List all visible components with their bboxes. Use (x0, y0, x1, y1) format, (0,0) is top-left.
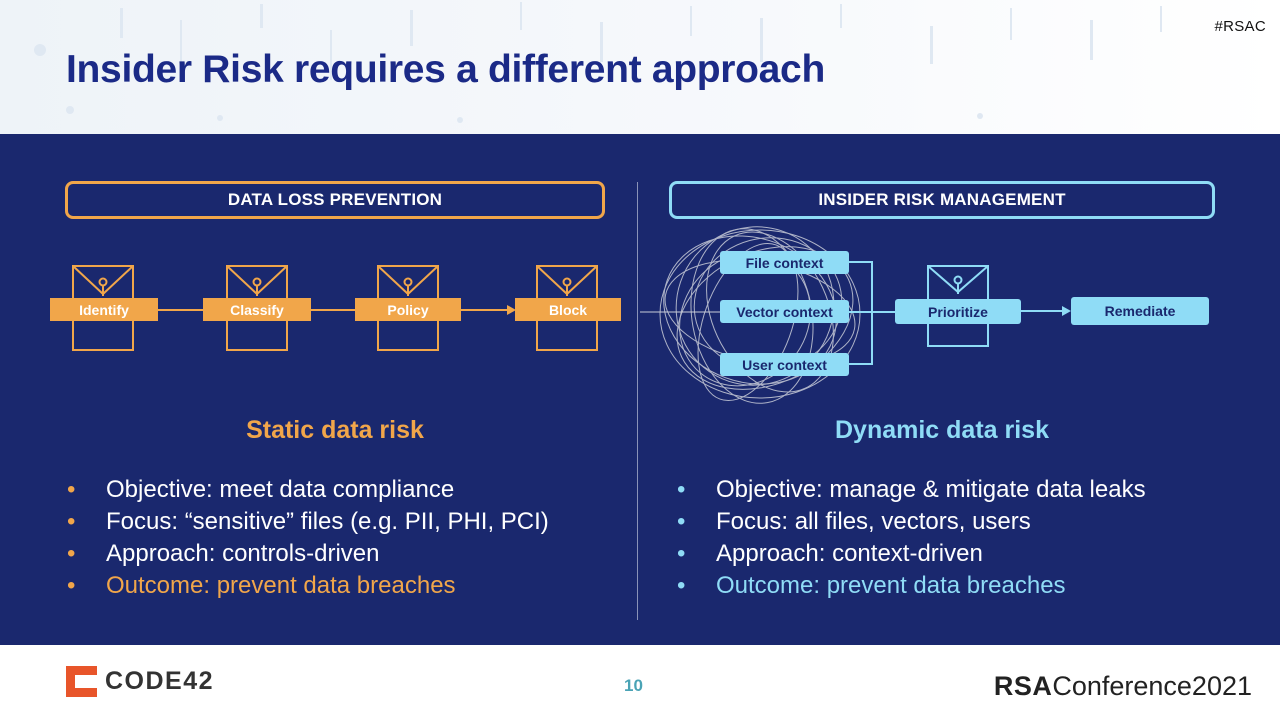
file-context-box: File context (720, 251, 849, 274)
code42-logo-text: CODE42 (105, 667, 215, 695)
list-item: •Objective: meet data compliance (67, 476, 455, 503)
step-prioritize: Prioritize (895, 299, 1021, 324)
rsa-conference-logo: RSAConference2021 (993, 671, 1252, 701)
dynamic-risk-subtitle: Dynamic data risk (835, 416, 1049, 444)
list-item: •Objective: manage & mitigate data leaks (677, 476, 1146, 503)
page-number: 10 (624, 676, 643, 695)
dlp-heading: DATA LOSS PREVENTION (227, 190, 443, 209)
list-item: •Approach: context-driven (677, 540, 983, 567)
slide-title: Insider Risk requires a different approa… (66, 48, 825, 91)
step-remediate: Remediate (1071, 297, 1209, 325)
list-item: •Focus: “sensitive” files (e.g. PII, PHI… (67, 508, 549, 535)
slide-header: #RSAC Insider Risk requires a different … (0, 0, 1280, 134)
dlp-bullet-list: •Objective: meet data compliance •Focus:… (67, 474, 549, 602)
step-classify: Classify (203, 298, 311, 321)
hashtag-label: #RSAC (1214, 18, 1266, 35)
dlp-heading-box: DATA LOSS PREVENTION (65, 181, 605, 219)
list-item: •Approach: controls-driven (67, 540, 380, 567)
list-item: •Outcome: prevent data breaches (677, 572, 1066, 599)
list-item: •Outcome: prevent data breaches (67, 572, 456, 599)
static-risk-subtitle: Static data risk (246, 416, 424, 444)
list-item: •Focus: all files, vectors, users (677, 508, 1031, 535)
user-context-box: User context (720, 353, 849, 376)
code42-logo: CODE42 (66, 666, 214, 697)
header-background-pattern (34, 2, 1162, 123)
code42-logo-icon (66, 666, 97, 697)
irm-bullet-list: •Objective: manage & mitigate data leaks… (677, 474, 1146, 602)
vector-context-box: Vector context (720, 300, 849, 323)
step-identify: Identify (50, 298, 158, 321)
irm-heading: INSIDER RISK MANAGEMENT (818, 190, 1066, 209)
column-divider (637, 182, 638, 620)
scribble-graphic (659, 226, 861, 404)
content-panel: DATA LOSS PREVENTION INSIDER RISK MANAGE… (0, 134, 1280, 645)
step-block: Block (515, 298, 621, 321)
step-policy: Policy (355, 298, 461, 321)
irm-heading-box: INSIDER RISK MANAGEMENT (669, 181, 1215, 219)
